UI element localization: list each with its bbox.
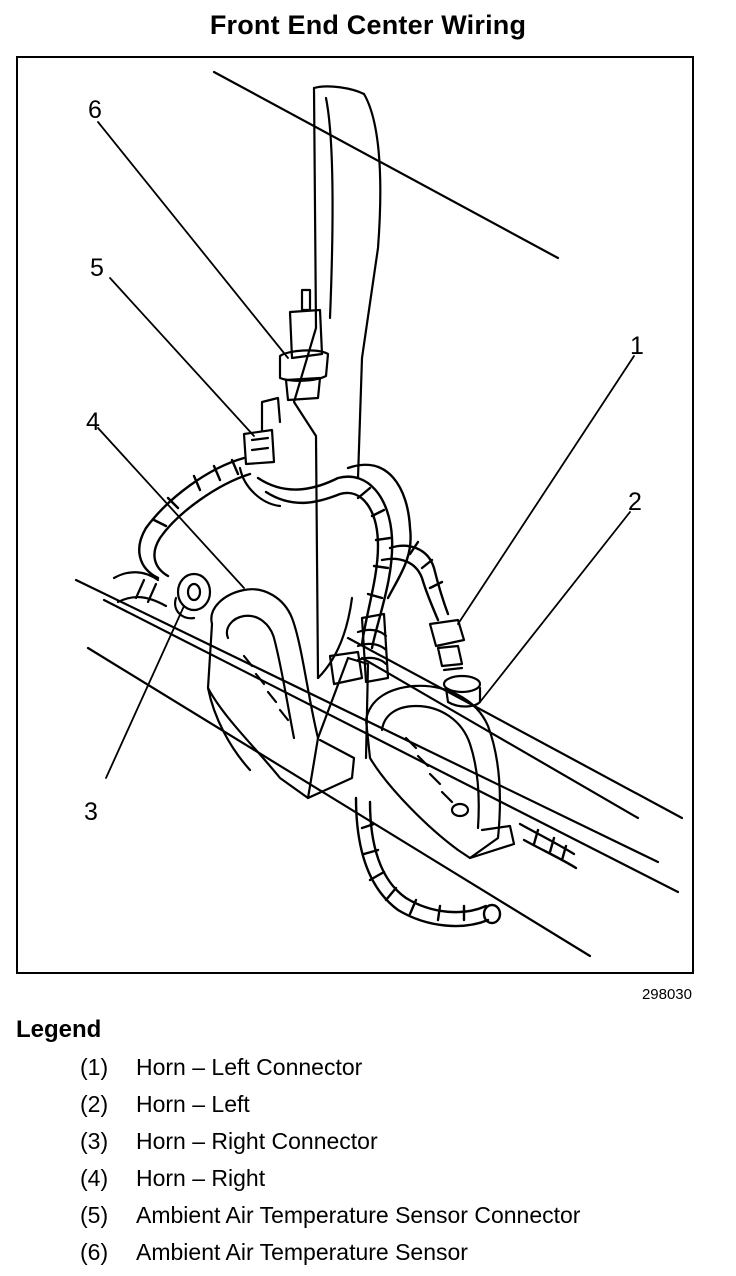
- callout-1: 1: [630, 332, 644, 360]
- legend-item-number: (4): [80, 1165, 109, 1191]
- legend-item-number: (5): [80, 1202, 109, 1228]
- legend-item-label: Ambient Air Temperature Sensor Connector: [136, 1202, 581, 1228]
- legend-list: (1) Horn – Left Connector (2) Horn – Lef…: [80, 1054, 580, 1276]
- sensor-connector: [238, 396, 282, 508]
- legend-item-number: (3): [80, 1128, 109, 1154]
- legend-item-label: Horn – Right Connector: [136, 1128, 378, 1154]
- right-horn-connector: [174, 572, 212, 620]
- legend-item: (2) Horn – Left: [80, 1091, 580, 1128]
- legend-item-label: Ambient Air Temperature Sensor: [136, 1239, 468, 1265]
- callout-numbers: 6 5 4 3 1 2: [84, 96, 644, 826]
- legend-item: (4) Horn – Right: [80, 1165, 580, 1202]
- rear-rail: [112, 571, 168, 608]
- legend-item-label: Horn – Left: [136, 1091, 250, 1117]
- page-title: Front End Center Wiring: [209, 10, 527, 40]
- frame-rails: [74, 70, 684, 958]
- horn-bracket: [328, 612, 390, 686]
- callout-6: 6: [88, 96, 102, 124]
- wiring-harness: [138, 456, 450, 650]
- wiring-diagram: 6 5 4 3 1 2: [16, 56, 694, 974]
- legend-item-label: Horn – Left Connector: [136, 1054, 363, 1080]
- callout-2: 2: [628, 488, 642, 516]
- left-horn: [364, 684, 516, 860]
- legend-heading: Legend: [16, 1016, 102, 1043]
- callout-4: 4: [86, 408, 100, 436]
- legend-item: (1) Horn – Left Connector: [80, 1054, 580, 1091]
- harness-tail: [354, 796, 578, 928]
- legend-item: (5) Ambient Air Temperature Sensor Conne…: [80, 1202, 580, 1239]
- legend-item-number: (6): [80, 1239, 109, 1265]
- legend-item: (3) Horn – Right Connector: [80, 1128, 580, 1165]
- legend-item: (6) Ambient Air Temperature Sensor: [80, 1239, 580, 1276]
- temperature-sensor: [278, 288, 330, 402]
- wiring-illustration: 6 5 4 3 1 2: [74, 70, 684, 958]
- callout-5: 5: [90, 254, 104, 282]
- figure-number: 298030: [641, 986, 692, 1003]
- center-brace: [292, 85, 382, 680]
- legend-item-number: (2): [80, 1091, 109, 1117]
- callout-3: 3: [84, 798, 98, 826]
- legend-item-label: Horn – Right: [136, 1165, 266, 1191]
- legend-item-number: (1): [80, 1054, 109, 1080]
- leader-lines: [97, 121, 635, 779]
